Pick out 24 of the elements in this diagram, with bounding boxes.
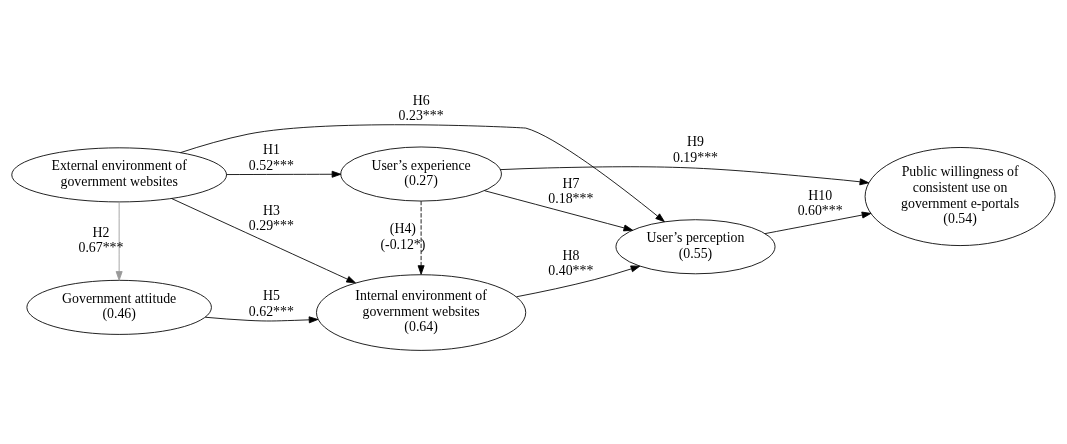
node-ellipse: External environment of government websites (11, 147, 227, 203)
arrow (180, 124, 665, 223)
edge-label: H2 0.67*** (78, 224, 124, 256)
edge-label: H1 0.52*** (248, 141, 294, 173)
edge-label: H8 0.40*** (548, 247, 594, 279)
edge-label: (H4) (-0.12*) (380, 221, 426, 252)
arrow (499, 166, 870, 186)
arrow (764, 211, 872, 235)
arrow (115, 201, 123, 281)
node-ellipse: User’s experience (0.27) (340, 146, 502, 202)
edge-label: H3 0.29*** (248, 202, 294, 234)
arrow (484, 190, 634, 232)
edge-label: H9 0.19*** (672, 134, 718, 165)
node-ellipse: Government attitude (0.46) (26, 279, 212, 335)
edge-label: H10 0.60*** (797, 187, 843, 219)
arrow (204, 316, 319, 324)
arrow (417, 200, 425, 275)
edge-label: H6 0.23*** (398, 92, 444, 124)
edge-label: H7 0.18*** (548, 175, 594, 207)
arrow (171, 198, 356, 284)
arrow (226, 170, 342, 178)
node-ellipse: Public willingness of consistent use on government e-portals (0.54) (864, 147, 1056, 246)
arrow (516, 265, 641, 298)
edge-label: H5 0.62*** (248, 288, 294, 319)
